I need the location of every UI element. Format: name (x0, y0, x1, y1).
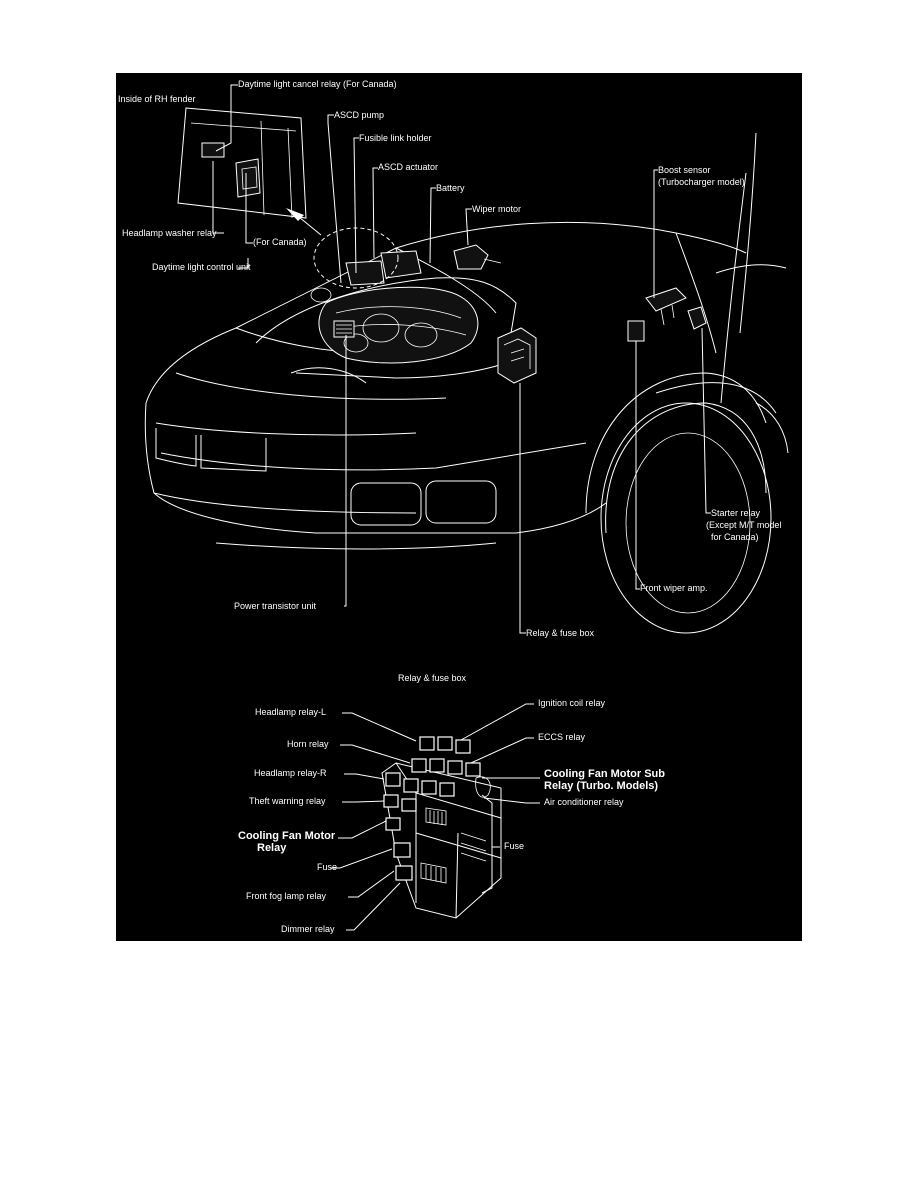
label-front-fog-lamp-relay: Front fog lamp relay (246, 891, 327, 901)
label-ascd-pump: ASCD pump (334, 110, 385, 120)
label-eccs-relay: ECCS relay (538, 732, 586, 742)
starter-relay-part (687, 306, 707, 330)
component-location-diagram: Inside of RH fender Daytime light cancel… (116, 73, 802, 941)
wiper-amp-part (627, 320, 645, 342)
leader-lines (212, 84, 711, 634)
label-theft-warning-relay: Theft warning relay (249, 796, 326, 806)
label-headlamp-washer-relay: Headlamp washer relay (122, 228, 217, 238)
label-boost-sensor: Boost sensor (658, 165, 711, 175)
label-relay-fuse-box: Relay & fuse box (526, 628, 595, 638)
label-power-transistor-unit: Power transistor unit (234, 601, 317, 611)
label-ascd-actuator: ASCD actuator (378, 162, 439, 172)
label-fusible-link-holder: Fusible link holder (359, 133, 432, 143)
label-headlamp-relay-l: Headlamp relay-L (255, 707, 327, 717)
label-battery: Battery (436, 183, 465, 193)
label-fuse-left: Fuse (317, 862, 338, 872)
relay-fuse-box-part (497, 327, 537, 384)
label-horn-relay: Horn relay (287, 739, 329, 749)
car-body (144, 132, 789, 634)
label-for-canada: (For Canada) (253, 237, 307, 247)
fender-inset (177, 107, 307, 219)
label-inside-rh-fender: Inside of RH fender (118, 94, 196, 104)
label-ignition-coil-relay: Ignition coil relay (538, 698, 606, 708)
label-cooling-fan-motor-relay-2: Relay (257, 842, 287, 854)
label-starter-relay-note1: (Except M/T model (706, 520, 782, 530)
boost-sensor-part (645, 287, 687, 326)
inset-arrow (286, 208, 322, 236)
wiper-motor-part (453, 244, 502, 270)
label-fuse-right: Fuse (504, 841, 525, 851)
label-front-wiper-amp: Front wiper amp. (640, 583, 708, 593)
label-boost-sensor-note: (Turbocharger model) (658, 177, 745, 187)
label-headlamp-relay-r: Headlamp relay-R (254, 768, 327, 778)
label-daytime-control-unit: Daytime light control unit (152, 262, 251, 272)
fuse-box-detail (330, 703, 540, 931)
label-daytime-cancel-relay: Daytime light cancel relay (For Canada) (238, 79, 397, 89)
fuse-box-title: Relay & fuse box (398, 673, 467, 683)
label-air-conditioner-relay: Air conditioner relay (544, 797, 624, 807)
label-dimmer-relay: Dimmer relay (281, 924, 335, 934)
label-starter-relay-note2: for Canada) (711, 532, 759, 542)
label-starter-relay: Starter relay (711, 508, 761, 518)
label-cooling-fan-motor-relay: Cooling Fan Motor (238, 830, 336, 842)
label-wiper-motor: Wiper motor (472, 204, 522, 214)
engine-bay (255, 227, 517, 384)
car-illustration (144, 84, 789, 931)
label-cooling-fan-sub-relay: Cooling Fan Motor Sub (544, 768, 665, 780)
label-cooling-fan-sub-relay-2: Relay (Turbo. Models) (544, 780, 659, 792)
